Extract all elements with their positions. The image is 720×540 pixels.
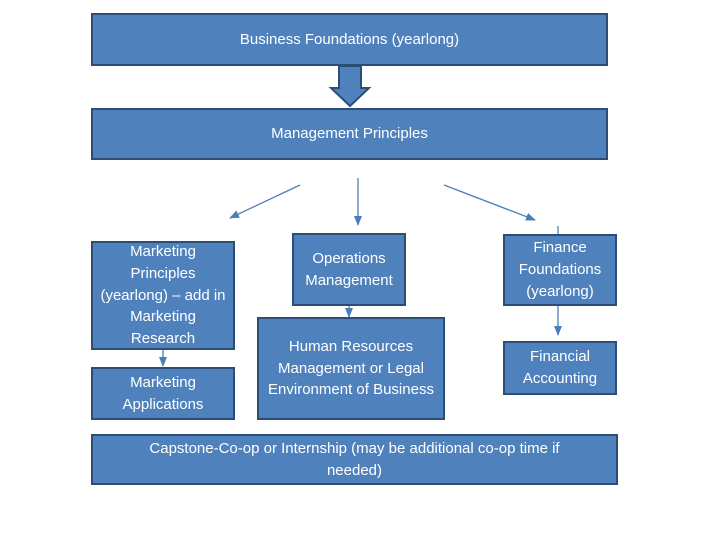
capstone-label: Capstone-Co-op or Internship (may be add…: [149, 439, 560, 479]
operations-management-label: Operations Management: [305, 249, 393, 289]
marketing-principles-label: Marketing Principles (yearlong) – add in…: [100, 243, 226, 348]
finance-foundations-label: Finance Foundations (yearlong): [518, 239, 602, 300]
marketing-applications-box: Marketing Applications: [91, 367, 235, 420]
financial-accounting-box: Financial Accounting: [503, 341, 617, 395]
capstone-box: Capstone-Co-op or Internship (may be add…: [91, 434, 618, 485]
arrow-to-marketing-principles: [229, 184, 301, 219]
marketing-applications-label: Marketing Applications: [122, 373, 204, 413]
block-arrow-down: [328, 65, 372, 108]
business-foundations-box: Business Foundations (yearlong): [91, 13, 608, 66]
operations-management-box: Operations Management: [292, 233, 406, 306]
arrow-to-finance-foundations: [443, 184, 536, 221]
financial-accounting-label: Financial Accounting: [522, 348, 598, 387]
human-resources-box: Human Resources Management or Legal Envi…: [257, 317, 445, 420]
marketing-principles-box: Marketing Principles (yearlong) – add in…: [91, 241, 235, 350]
business-foundations-label: Business Foundations (yearlong): [239, 30, 460, 48]
human-resources-label: Human Resources Management or Legal Envi…: [268, 337, 434, 399]
management-principles-label: Management Principles: [271, 125, 428, 143]
management-principles-box: Management Principles: [91, 108, 608, 160]
finance-foundations-box: Finance Foundations (yearlong): [503, 234, 617, 306]
